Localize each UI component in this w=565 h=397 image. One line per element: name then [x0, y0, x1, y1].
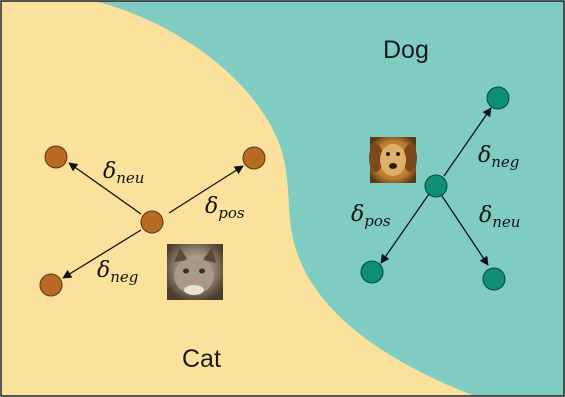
cat-pos-node [242, 146, 266, 170]
dog-label-neu: δneu [479, 203, 520, 231]
dog-label-pos: δpos [351, 202, 391, 230]
dog-arrow-neg [443, 107, 492, 177]
cat-region [1, 1, 475, 396]
cat-cluster: δneu δpos δneg [39, 145, 266, 297]
dog-arrow-neu [441, 195, 489, 266]
dog-region-label: Dog [383, 36, 429, 64]
dog-label-neg: δneg [478, 143, 519, 171]
dog-neg-node [486, 86, 510, 110]
dog-neu-node [482, 267, 506, 291]
cat-neg-node [39, 273, 63, 297]
dog-photo [369, 137, 417, 183]
cat-region-label: Cat [182, 345, 221, 373]
cat-arrow-pos [168, 165, 244, 214]
cat-arrow-neg [62, 229, 142, 279]
cat-label-neu: δneu [103, 159, 144, 187]
cat-label-pos: δpos [205, 194, 245, 222]
cat-anchor-node [140, 210, 164, 234]
cat-arrow-neu [68, 162, 142, 215]
dog-pos-node [360, 260, 384, 284]
cat-photo [167, 244, 223, 300]
dog-arrow-pos [380, 193, 430, 264]
dog-anchor-node [424, 174, 448, 198]
dog-cluster: δneg δpos δneu [351, 86, 520, 291]
cat-label-neg: δneg [97, 258, 138, 286]
cat-neu-node [44, 145, 68, 169]
